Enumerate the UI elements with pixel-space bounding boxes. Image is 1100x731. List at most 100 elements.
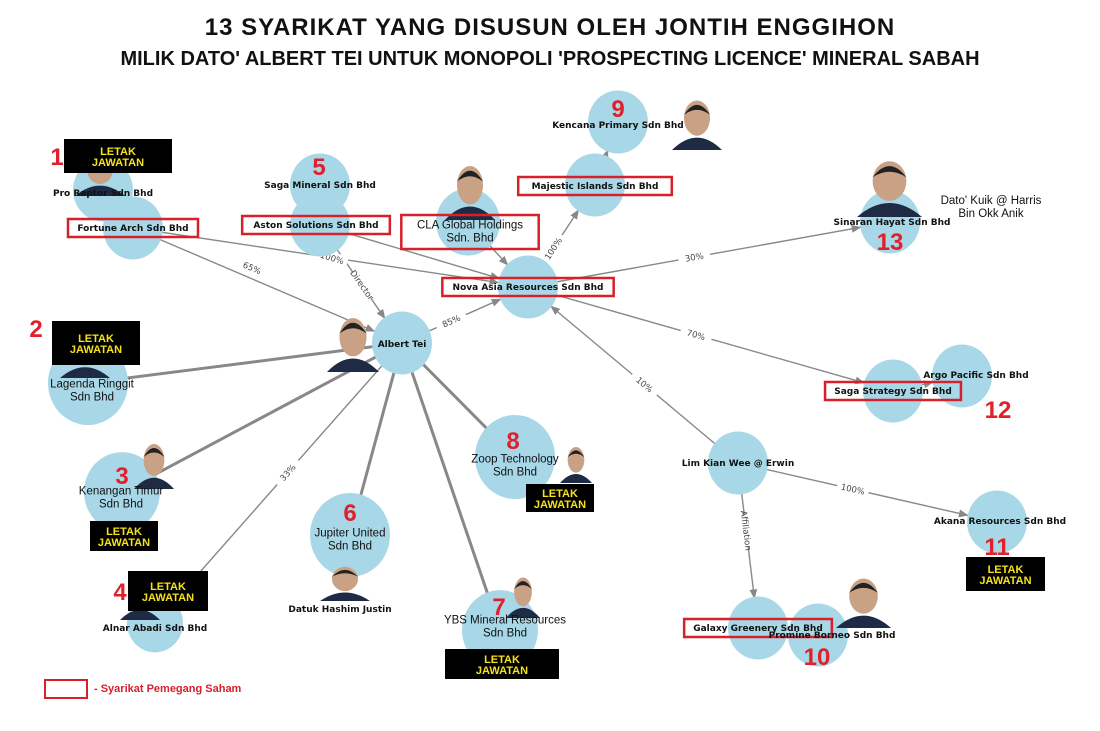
node-label-lagenda: Sdn Bhd <box>70 392 114 404</box>
svg-text:LETAK: LETAK <box>988 564 1024 576</box>
title-line-2: MILIK DATO' ALBERT TEI UNTUK MONOPOLI 'P… <box>120 48 980 70</box>
node-label-zoop: Sdn Bhd <box>493 467 537 479</box>
svg-text:LETAK: LETAK <box>484 654 520 666</box>
node-akana[interactable] <box>967 490 1027 554</box>
node-label-jupiter: Sdn Bhd <box>328 541 372 553</box>
svg-text:LETAK: LETAK <box>542 488 578 500</box>
node-label-fortune_arch: Fortune Arch Sdn Bhd <box>77 224 188 234</box>
person-photo-icon <box>672 100 722 150</box>
svg-text:JAWATAN: JAWATAN <box>70 344 122 356</box>
node-kencana[interactable] <box>588 90 648 154</box>
title-line-1: 13 SYARIKAT YANG DISUSUN OLEH JONTIH ENG… <box>204 14 896 41</box>
company-number: 11 <box>984 534 1009 561</box>
person-label-kuik: Dato' Kuik @ Harris <box>941 195 1042 207</box>
shareholder-box <box>516 175 674 197</box>
node-label-kenangan: Kenangan Timur <box>79 486 164 498</box>
node-label-alnar: Alnar Abadi Sdn Bhd <box>103 624 207 634</box>
company-number: 4 <box>113 579 127 606</box>
edge-label: 65% <box>241 261 262 278</box>
svg-text:JAWATAN: JAWATAN <box>476 665 528 677</box>
node-label-galaxy: Galaxy Greenery Sdn Bhd <box>693 624 823 634</box>
edge-fortune_arch-albert <box>132 227 376 332</box>
shareholder-box <box>682 617 834 639</box>
company-number: 8 <box>506 428 519 455</box>
company-number: 2 <box>29 316 42 343</box>
edge-label: 85% <box>441 314 462 331</box>
company-number: 6 <box>343 500 356 527</box>
node-label-argo: Argo Pacific Sdn Bhd <box>923 371 1028 381</box>
shareholder-box <box>66 217 200 239</box>
svg-text:JAWATAN: JAWATAN <box>142 592 194 604</box>
person-photo-icon <box>327 318 379 372</box>
edge-label: 100% <box>840 483 866 498</box>
node-label-pro_raptor: Pro Raptor Sdn Bhd <box>53 189 153 199</box>
node-label-sinaran: Sinaran Hayat Sdn Bhd <box>834 218 951 228</box>
node-label-cla: Sdn. Bhd <box>446 233 493 245</box>
node-label-cla: CLA Global Holdings <box>417 220 523 232</box>
node-galaxy[interactable] <box>728 596 788 660</box>
edge-label: Affiliation <box>738 510 753 551</box>
svg-text:JAWATAN: JAWATAN <box>92 157 144 169</box>
shareholder-box <box>400 213 540 251</box>
node-label-lim: Lim Kian Wee @ Erwin <box>682 459 794 469</box>
person-photo-icon <box>506 577 540 618</box>
node-cla[interactable] <box>436 188 500 256</box>
node-fortune_arch[interactable] <box>103 196 163 260</box>
node-nova[interactable] <box>498 255 558 319</box>
node-label-lagenda: Lagenda Ringgit <box>50 379 135 391</box>
node-label-majestic: Majestic Islands Sdn Bhd <box>532 182 659 192</box>
person-label-kuik: Bin Okk Anik <box>958 208 1023 220</box>
node-label-promine: Promine Borneo Sdn Bhd <box>769 631 896 641</box>
node-label-aston: Aston Solutions Sdn Bhd <box>253 221 378 231</box>
company-number: 9 <box>611 96 624 123</box>
legend-shareholder-box <box>44 679 88 699</box>
node-zoop[interactable] <box>475 415 555 499</box>
svg-text:LETAK: LETAK <box>106 526 142 538</box>
company-number: 12 <box>985 397 1012 424</box>
node-label-nova: Nova Asia Resources Sdn Bhd <box>453 283 604 293</box>
svg-text:LETAK: LETAK <box>150 581 186 593</box>
node-label-saga_mineral: Saga Mineral Sdn Bhd <box>264 181 376 191</box>
company-number: 7 <box>492 594 505 621</box>
person-photo-icon <box>134 444 174 489</box>
node-label-ybs: YBS Mineral Resources <box>444 615 566 627</box>
person-photo-icon <box>857 161 922 217</box>
svg-text:JAWATAN: JAWATAN <box>979 575 1031 587</box>
node-majestic[interactable] <box>565 153 625 217</box>
node-jupiter[interactable] <box>310 493 390 577</box>
company-number: 5 <box>312 154 325 181</box>
node-label-ybs: Sdn Bhd <box>483 628 527 640</box>
company-number: 3 <box>115 463 128 490</box>
legend-label: - Syarikat Pemegang Saham <box>94 683 242 695</box>
company-number: 10 <box>804 644 831 671</box>
shareholder-box <box>441 276 615 298</box>
node-albert[interactable] <box>372 311 432 375</box>
edge-albert-ybs <box>400 342 490 595</box>
company-number: 13 <box>877 229 904 256</box>
legend: - Syarikat Pemegang Saham <box>44 679 241 699</box>
node-saga_strategy[interactable] <box>863 359 923 423</box>
node-label-albert: Albert Tei <box>378 340 427 350</box>
shareholder-box <box>823 380 963 402</box>
person-photo-icon <box>836 578 891 628</box>
node-label-saga_strategy: Saga Strategy Sdn Bhd <box>834 387 952 397</box>
node-label-jupiter: Jupiter United <box>315 528 386 540</box>
svg-text:LETAK: LETAK <box>100 146 136 158</box>
person-photo-icon <box>445 166 495 220</box>
company-number: 1 <box>50 144 63 171</box>
node-kenangan[interactable] <box>84 452 160 532</box>
edge-label: 70% <box>685 328 706 343</box>
person-photo-icon <box>320 566 370 601</box>
shareholder-box <box>240 214 392 236</box>
node-argo[interactable] <box>932 344 992 408</box>
node-lim[interactable] <box>708 431 768 495</box>
person-photo-icon <box>560 447 592 483</box>
node-label-zoop: Zoop Technology <box>471 454 559 466</box>
node-aston[interactable] <box>290 193 350 257</box>
